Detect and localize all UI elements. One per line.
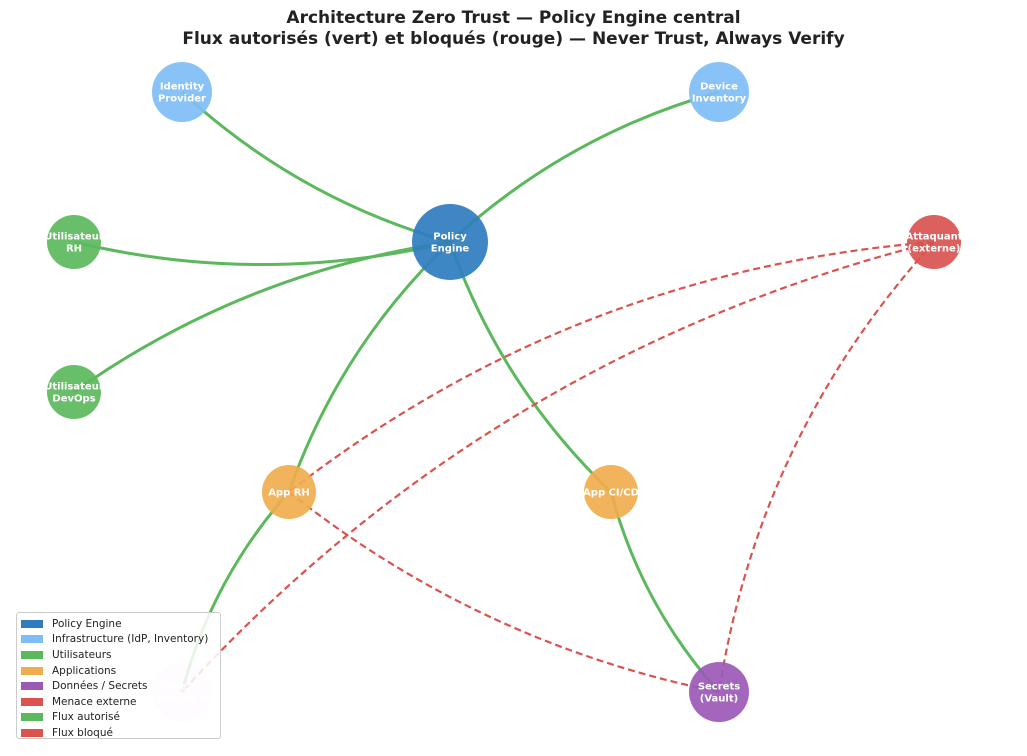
- legend-item: Infrastructure (IdP, Inventory): [21, 632, 220, 648]
- legend-label: Utilisateurs: [52, 648, 112, 661]
- node-label: Utilisateur: [44, 232, 104, 243]
- node-circle: [689, 62, 749, 122]
- node-circle: [907, 215, 961, 269]
- edges-layer: [73, 90, 935, 694]
- node-label: Identity: [160, 82, 205, 93]
- legend-item: Flux bloqué: [21, 725, 220, 741]
- node-label: App CI/CD: [583, 488, 639, 499]
- node-label: Engine: [431, 244, 470, 255]
- node-label: Attaquant: [906, 232, 963, 243]
- node-circle: [152, 62, 212, 122]
- legend-swatch: [21, 619, 43, 628]
- allowed-flow-inventory-to-policy: [448, 90, 720, 244]
- node-circle: [689, 662, 749, 722]
- node-label: Device: [700, 82, 738, 93]
- blocked-flow-attacker-to-vault: [717, 241, 935, 693]
- node-circle: [584, 465, 638, 519]
- legend-item: Utilisateurs: [21, 647, 220, 663]
- node-circle: [262, 465, 316, 519]
- node-label: DevOps: [52, 394, 95, 405]
- node-label: App RH: [268, 488, 310, 499]
- legend: Policy Engine Infrastructure (IdP, Inven…: [16, 612, 221, 739]
- legend-swatch: [21, 635, 43, 644]
- node-label: (externe): [908, 244, 961, 255]
- legend-swatch: [21, 666, 43, 675]
- allowed-flow-user_devops-to-policy: [73, 240, 451, 394]
- node-label: RH: [66, 244, 82, 255]
- legend-swatch: [21, 650, 43, 659]
- legend-label: Policy Engine: [52, 617, 122, 630]
- node-label: Secrets: [698, 682, 740, 693]
- allowed-flow-idp-to-policy: [180, 90, 451, 244]
- title-line-2: Flux autorisés (vert) et bloqués (rouge)…: [182, 29, 845, 49]
- legend-label: Données / Secrets: [52, 680, 148, 693]
- blocked-flow-attacker-to-db_rh: [181, 240, 935, 693]
- blocked-flow-attacker-to-app_rh: [288, 240, 935, 493]
- node-label: (Vault): [700, 694, 738, 705]
- legend-label: Infrastructure (IdP, Inventory): [52, 633, 209, 646]
- node-app_cicd: App CI/CD: [583, 465, 639, 519]
- node-label: Inventory: [692, 94, 747, 105]
- node-circle: [47, 215, 101, 269]
- node-label: Utilisateur: [44, 382, 104, 393]
- legend-item: Policy Engine: [21, 616, 220, 632]
- legend-swatch: [21, 713, 43, 722]
- node-circle: [412, 204, 488, 280]
- allowed-flow-user_rh-to-policy: [73, 240, 451, 267]
- legend-label: Flux bloqué: [52, 726, 113, 739]
- node-vault: Secrets(Vault): [689, 662, 749, 722]
- legend-swatch: [21, 697, 43, 706]
- legend-label: Flux autorisé: [52, 711, 120, 724]
- title-line-1: Architecture Zero Trust — Policy Engine …: [286, 8, 741, 28]
- node-attacker: Attaquant(externe): [906, 215, 963, 269]
- node-app_rh: App RH: [262, 465, 316, 519]
- legend-swatch: [21, 728, 43, 737]
- legend-item: Applications: [21, 663, 220, 679]
- legend-item: Flux autorisé: [21, 710, 220, 726]
- legend-label: Applications: [52, 664, 117, 677]
- legend-swatch: [21, 682, 43, 691]
- blocked-flow-app_rh-to-vault: [288, 491, 720, 694]
- diagram-title: Architecture Zero Trust — Policy Engine …: [0, 8, 1027, 50]
- allowed-flow-app_cicd-to-vault: [609, 491, 721, 694]
- legend-item: Données / Secrets: [21, 678, 220, 694]
- allowed-flow-policy-to-app_rh: [287, 240, 452, 493]
- node-label: Provider: [158, 94, 206, 105]
- node-label: Policy: [433, 232, 467, 243]
- node-circle: [47, 365, 101, 419]
- allowed-flow-policy-to-app_cicd: [448, 241, 613, 494]
- legend-item: Menace externe: [21, 694, 220, 710]
- legend-label: Menace externe: [52, 695, 137, 708]
